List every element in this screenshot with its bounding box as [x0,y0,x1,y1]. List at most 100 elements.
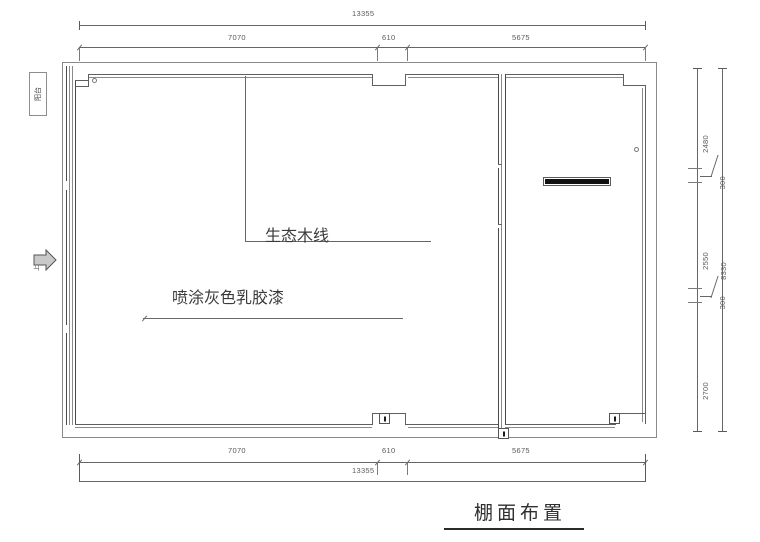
dim-line-top-chain [79,47,645,48]
partition-a-ghost [501,74,502,428]
ceiling-edge-top-right [505,74,623,76]
dim-top-seg-1: 7070 [228,33,246,42]
dim-right-seg-2: 300 [718,176,727,190]
dim-top-seg-2: 610 [382,33,396,42]
ceiling-edge-top-mid [405,74,498,76]
dim-right-seg-5: 2700 [701,382,710,400]
leader-300-lower-h [700,296,712,297]
dim-cap-top-outer [718,68,727,69]
dim-top-seg-3: 5675 [512,33,530,42]
partition-a-3 [498,228,499,428]
ceiling-edge-bottom-left-ghost [75,427,372,428]
page-title: 棚面布置 [473,502,566,524]
feature-line-horizontal [245,241,431,242]
dim-right-overall: 8330 [719,262,728,280]
annotation-leader-line [143,318,403,319]
dim-cap-br [645,454,646,482]
dim-bottom-seg-2: 610 [382,446,396,455]
ceiling-notch-h [372,85,405,87]
recess-bot-h [75,86,89,88]
ceiling-box-fixture-lower [498,428,509,439]
ceiling-notch-v1 [372,74,374,85]
partition-a-2 [498,168,499,224]
dim-line-top-overall [79,25,645,26]
ceiling-edge-bottom-right [505,424,615,426]
bottom-notch-v1 [372,413,374,425]
dim-line-bottom-overall [79,481,645,482]
ceiling-edge-top-left [88,74,372,76]
dim-right-seg-4: 300 [718,296,727,310]
direction-arrow-icon [33,248,57,272]
dim-right-seg-3: 2550 [701,252,710,270]
bottom-notch-v2 [405,413,407,425]
leader-300-upper-h [700,176,712,177]
direction-arrow-label: 上 [34,264,41,271]
dim-cap-left [79,21,80,30]
ceiling-box-fixture-corner [609,413,620,424]
drawing-title-underline [444,528,584,530]
dim-right-seg-1: 2480 [701,135,710,153]
plan-outer-top [62,62,656,63]
plan-outer-right [656,62,657,437]
feature-line-vertical [245,76,246,241]
ceiling-edge-bottom-left [75,424,372,426]
dim-ext [377,463,378,475]
dim-tick-h [688,288,702,289]
partition-break-2 [498,224,502,225]
dim-ext [377,48,378,61]
dim-line-right-overall [722,68,723,431]
ceiling-spot-circle [634,147,639,152]
dim-bottom-seg-3: 5675 [512,446,530,455]
dim-tick-h [688,168,702,169]
annotation-eco-wood-line: 生态木线 [265,226,330,245]
plan-outer-bottom [62,437,657,438]
dim-cap-bottom-outer [718,431,727,432]
dim-line-bottom-chain [79,462,645,463]
dim-ext [407,463,408,475]
bottom-corner-h [615,413,646,415]
left-wall-a2 [66,190,67,325]
ceiling-edge-bottom-right-ghost [505,427,615,428]
ceiling-box-fixture-bottom [379,413,390,424]
dim-ext [79,48,80,61]
ceiling-edge-bottom-mid-ghost [408,427,498,428]
dim-bottom-overall: 13355 [352,466,375,475]
dim-cap-bl [79,454,80,482]
left-wall-b [69,66,70,425]
dim-ext [645,48,646,61]
annotation-gray-latex-paint: 喷涂灰色乳胶漆 [172,288,285,307]
plan-outer-left [62,62,63,437]
ceiling-edge-right-ghost [642,88,643,422]
left-wall-a [66,66,67,181]
dim-cap-bottom [693,431,702,432]
dim-cap-right [645,21,646,30]
orientation-tag-box: 阳台 [29,72,47,116]
dim-top-overall: 13355 [352,9,375,18]
left-wall-a3 [66,333,67,425]
left-wall-c [72,66,73,425]
ceiling-spot-topleft [92,78,97,83]
ceiling-edge-bottom-mid [405,424,498,426]
ceiling-edge-right [645,85,647,424]
dim-bottom-seg-1: 7070 [228,446,246,455]
corner-step-h [623,85,645,87]
ceiling-notch-v2 [405,74,407,86]
ceiling-edge-top-mid-ghost [408,77,498,78]
direction-arrow: 上 [20,245,60,275]
dim-tick-h [688,302,702,303]
dim-cap-top [693,68,702,69]
orientation-tag-label: 阳台 [34,87,42,101]
ceiling-edge-top-left-ghost [88,77,372,78]
corner-step-v [623,74,625,85]
partition-a-1 [498,74,499,164]
dim-ext [407,48,408,61]
dim-line-right-chain [697,68,698,431]
left-wall-d [75,80,76,425]
recess-v [88,74,90,86]
ceiling-edge-top-right-ghost [505,77,623,78]
partition-b [505,74,506,425]
drawing-title-block: 棚面布置 [440,498,600,525]
partition-break-1 [498,164,502,165]
